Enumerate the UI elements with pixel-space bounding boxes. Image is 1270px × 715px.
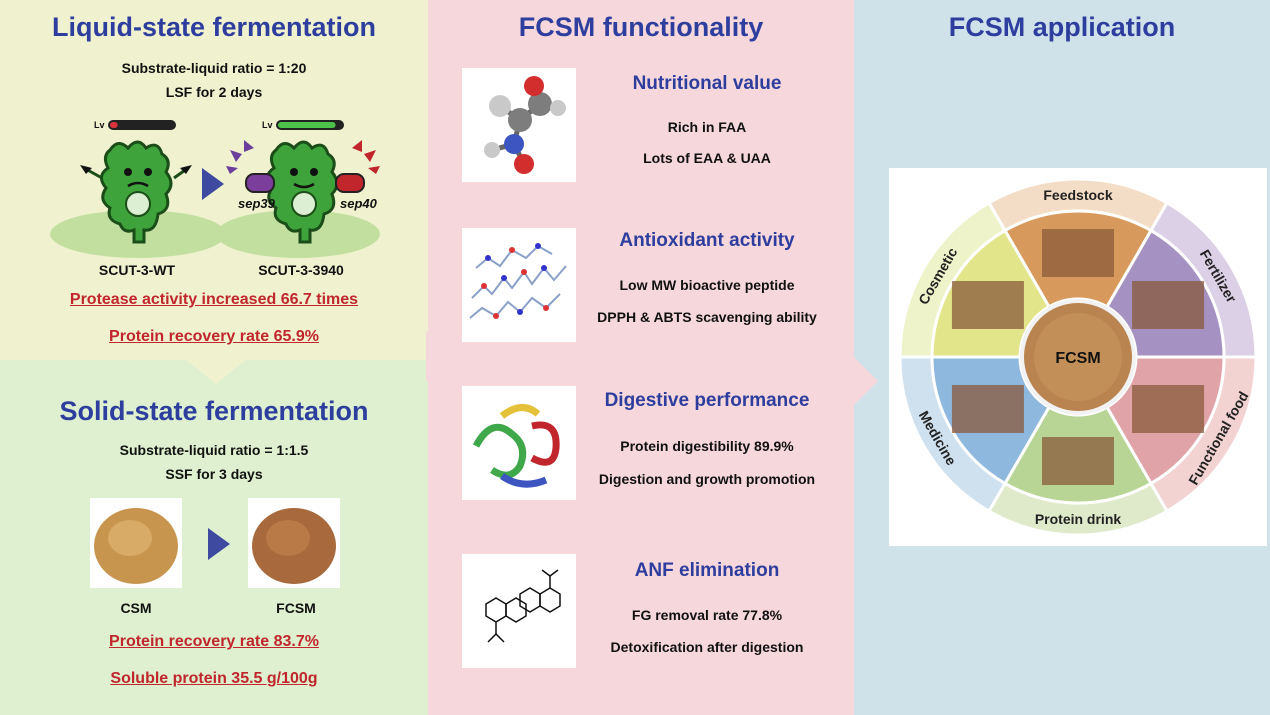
csm-label: CSM [120, 600, 152, 616]
fcsm-label: FCSM [276, 600, 316, 616]
segment-photo-protein-drink [1042, 437, 1114, 485]
feature-title-nutritional: Nutritional value [632, 73, 782, 94]
feature-line: Rich in FAA [667, 119, 747, 135]
mut-level-fill [278, 122, 336, 128]
segment-photo-functional-food [1132, 385, 1205, 433]
ssf-ratio: Substrate-liquid ratio = 1:1.5 [119, 442, 309, 458]
mid-to-right-arrow [852, 355, 878, 407]
strain-illustration: Lv Lv [50, 120, 380, 258]
mut-level-label: Lv [262, 120, 273, 130]
gene-right-label: sep40 [340, 196, 378, 211]
application-title: FCSM application [948, 12, 1176, 42]
wt-level-track [108, 120, 176, 130]
ssf-result-soluble: Soluble protein 35.5 g/100g [110, 670, 318, 687]
feature-title-antioxidant: Antioxidant activity [619, 230, 795, 251]
feature-line: FG removal rate 77.8% [631, 607, 783, 623]
wt-level-fill [110, 122, 118, 128]
fermentation-panel: Liquid-state fermentation Substrate-liqu… [0, 0, 428, 715]
segment-photo-medicine [951, 385, 1024, 433]
segment-label-feedstock: Feedstock [1043, 187, 1112, 203]
peptide-structure-image [462, 228, 576, 342]
functionality-panel: FCSM functionality Nutritional value Ric… [428, 0, 854, 715]
ssf-result-recovery: Protein recovery rate 83.7% [109, 633, 319, 650]
lsf-result-protease: Protease activity increased 66.7 times [69, 291, 359, 308]
feature-line: Protein digestibility 89.9% [620, 438, 794, 454]
segment-photo-fertilizer [1132, 281, 1205, 329]
feature-line: Lots of EAA & UAA [643, 150, 771, 166]
segment-photo-feedstock [1042, 229, 1114, 277]
feature-title-anf: ANF elimination [634, 560, 780, 581]
lsf-ratio: Substrate-liquid ratio = 1:20 [121, 60, 307, 76]
strain-mut-label: SCUT-3-3940 [258, 262, 344, 278]
ssf-duration: SSF for 3 days [165, 466, 263, 482]
gossypol-structure-image [462, 554, 576, 668]
ssf-arrow-icon [208, 528, 230, 560]
wt-microbe-icon [80, 140, 192, 244]
feature-title-digestive: Digestive performance [604, 390, 810, 411]
feature-line: DPPH & ABTS scavenging ability [597, 309, 817, 325]
lsf-duration: LSF for 2 days [165, 84, 263, 100]
wt-level-label: Lv [94, 120, 105, 130]
lsf-title: Liquid-state fermentation [51, 12, 376, 42]
gene-left-label: sep39 [238, 196, 276, 211]
segment-photo-cosmetic [951, 281, 1024, 329]
segment-label-protein-drink: Protein drink [1035, 511, 1122, 527]
feature-line: Digestion and growth promotion [598, 471, 816, 487]
lsf-result-recovery: Protein recovery rate 65.9% [109, 328, 319, 345]
feature-line: Detoxification after digestion [610, 639, 804, 655]
left-to-mid-arrow [426, 330, 452, 382]
center-label: FCSM [1055, 350, 1100, 367]
functionality-title: FCSM functionality [518, 12, 764, 42]
protein-ribbon-image [462, 386, 576, 500]
csm-to-fcsm-illustration [90, 498, 340, 588]
amino-acid-image [462, 68, 576, 182]
mut-ground [216, 210, 380, 258]
lsf-to-ssf-arrow [184, 358, 248, 384]
transform-arrow-icon [202, 168, 224, 200]
ssf-title: Solid-state fermentation [59, 396, 369, 426]
feature-line: Low MW bioactive peptide [619, 277, 795, 293]
mut-microbe-icon [226, 140, 380, 244]
strain-wt-label: SCUT-3-WT [98, 262, 176, 278]
